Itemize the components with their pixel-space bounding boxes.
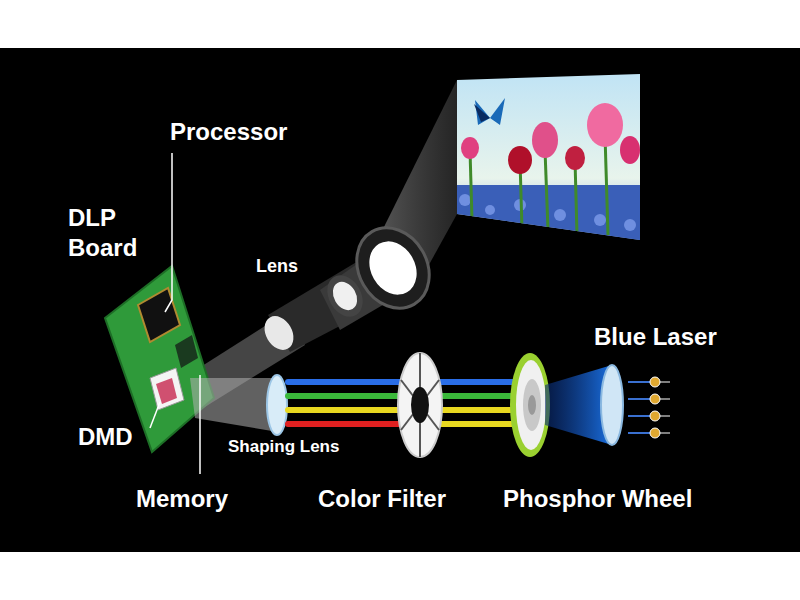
part-label: Memory bbox=[136, 485, 228, 513]
black-ground bbox=[0, 48, 800, 552]
part-label: DMD bbox=[78, 423, 133, 451]
shaping-lens bbox=[267, 375, 287, 435]
part-label: Processor bbox=[170, 118, 287, 146]
projection-lens bbox=[259, 215, 444, 355]
part-label: Phosphor Wheel bbox=[503, 485, 692, 513]
phosphor-wheel bbox=[510, 353, 550, 457]
leader-lines bbox=[150, 153, 200, 474]
part-label: Lens bbox=[256, 256, 298, 277]
part-label: Blue Laser bbox=[594, 323, 717, 351]
projected-image bbox=[450, 70, 650, 250]
laser-lens bbox=[601, 365, 623, 445]
illumination-beam bbox=[190, 378, 278, 432]
color-filter-wheel bbox=[398, 353, 442, 457]
part-label: Shaping Lens bbox=[228, 437, 339, 457]
part-label: Color Filter bbox=[318, 485, 446, 513]
part-label: DLP Board bbox=[68, 203, 158, 263]
laser-diodes bbox=[628, 377, 670, 438]
